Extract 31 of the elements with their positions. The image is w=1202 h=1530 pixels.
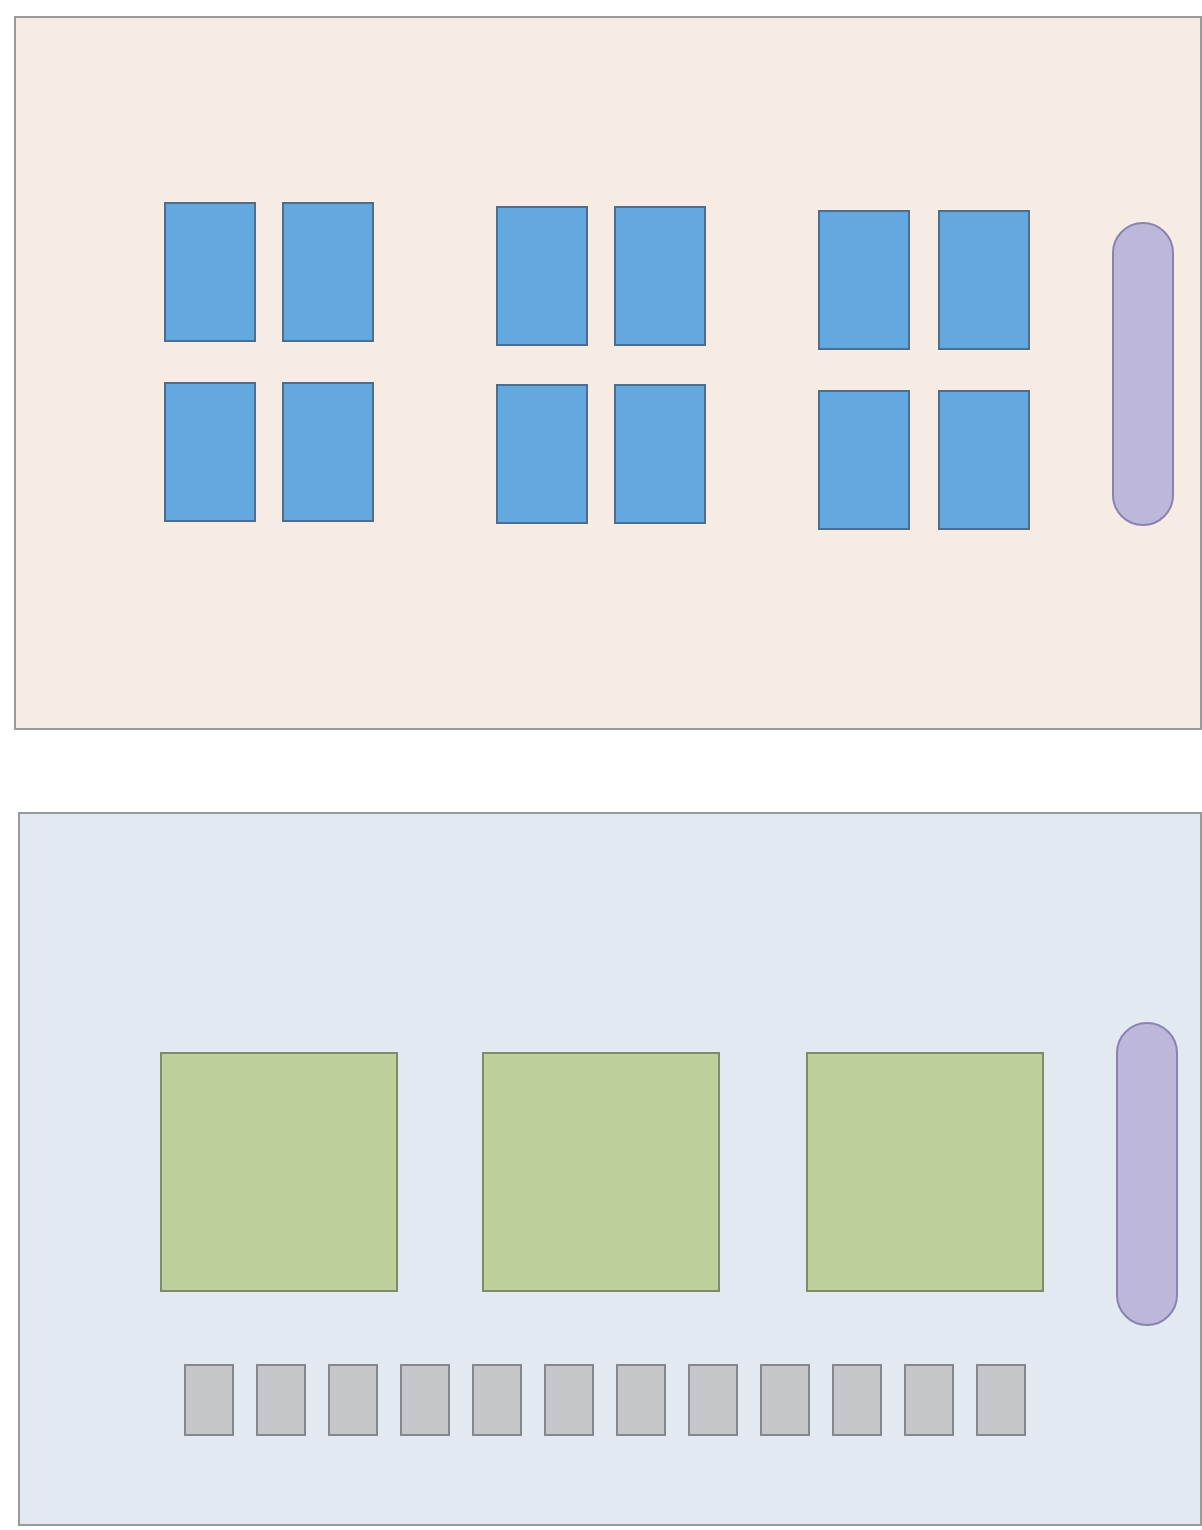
panel-background (14, 16, 1202, 730)
tile (938, 390, 1030, 530)
small-square (184, 1364, 234, 1436)
small-square (472, 1364, 522, 1436)
small-square (976, 1364, 1026, 1436)
panel-background (18, 812, 1202, 1526)
tile (282, 382, 374, 522)
tile (938, 210, 1030, 350)
small-square (616, 1364, 666, 1436)
square-panel (482, 1052, 720, 1292)
rounded-bar (1112, 222, 1174, 526)
small-square (544, 1364, 594, 1436)
small-square (328, 1364, 378, 1436)
small-square (400, 1364, 450, 1436)
small-square (904, 1364, 954, 1436)
tile (818, 210, 910, 350)
small-square (832, 1364, 882, 1436)
tile (164, 382, 256, 522)
tile (496, 206, 588, 346)
tile (496, 384, 588, 524)
small-square (760, 1364, 810, 1436)
tile (614, 384, 706, 524)
square-panel (806, 1052, 1044, 1292)
small-square (256, 1364, 306, 1436)
tile (614, 206, 706, 346)
square-panel (160, 1052, 398, 1292)
tile (818, 390, 910, 530)
small-square (688, 1364, 738, 1436)
tile (282, 202, 374, 342)
tile (164, 202, 256, 342)
rounded-bar (1116, 1022, 1178, 1326)
